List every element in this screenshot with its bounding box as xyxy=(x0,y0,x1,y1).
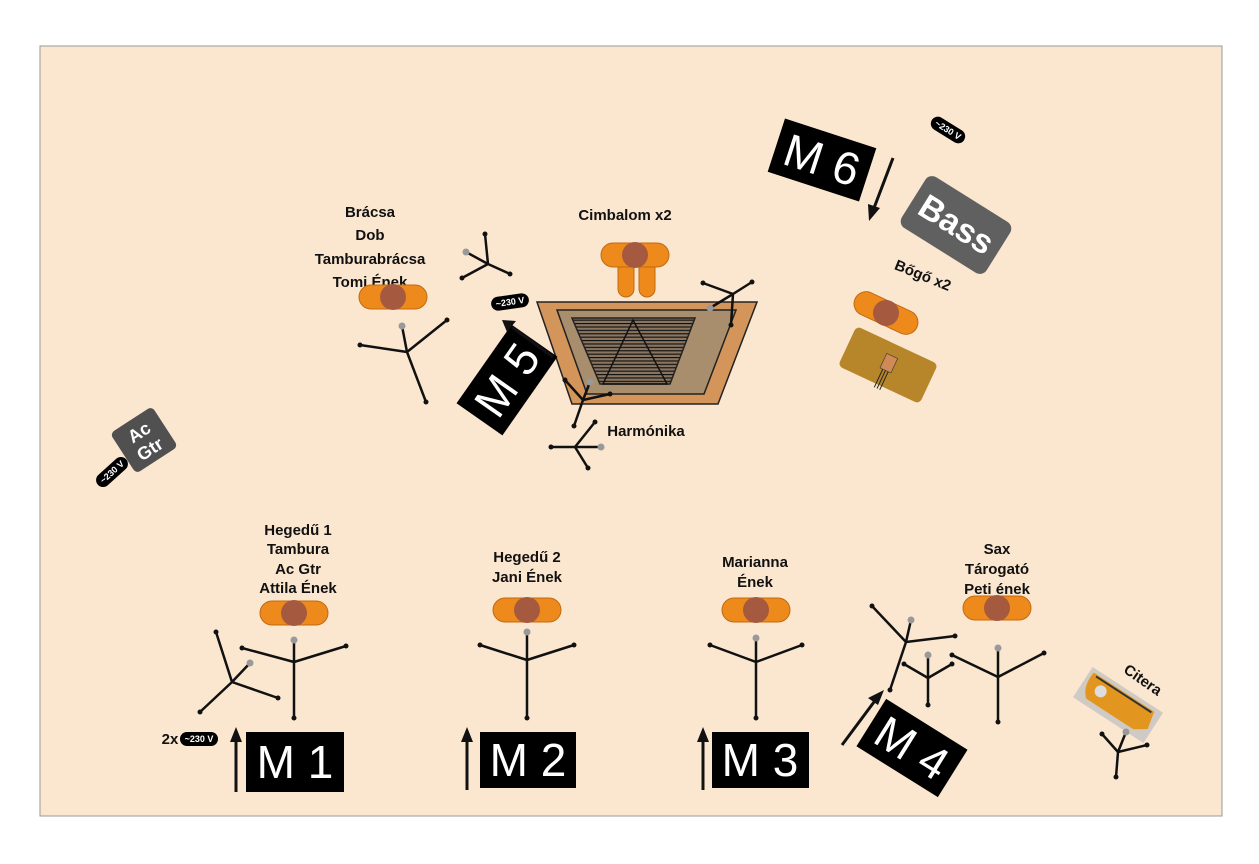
power-outlet-badge: ~230 V xyxy=(491,293,529,311)
mic-stand-icon xyxy=(197,629,281,715)
musician-icon xyxy=(492,597,562,623)
mic-stand-icon xyxy=(357,317,450,405)
microphone-icon xyxy=(246,659,254,667)
monitor-label: M 2 xyxy=(490,734,567,786)
label-line: Marianna xyxy=(722,554,789,571)
power-multiplier: 2x xyxy=(162,731,179,748)
mic-stand-icon xyxy=(239,636,349,721)
musician-icon xyxy=(721,597,791,623)
microphone-icon xyxy=(523,628,531,636)
label-line: Tamburabrácsa xyxy=(315,251,426,268)
microphone-icon xyxy=(924,651,932,659)
musicians xyxy=(259,284,1032,626)
label-line: Ac Gtr xyxy=(275,561,321,578)
citera-instrument xyxy=(1072,667,1164,743)
musician-icon xyxy=(962,595,1032,621)
monitor-label: M 3 xyxy=(722,734,799,786)
mic-stand-icon xyxy=(949,644,1047,725)
mic-stand-icon xyxy=(700,279,755,328)
power-label: ~230 V xyxy=(185,734,214,744)
power-outlet-badge: ~230 V xyxy=(180,732,218,746)
bracsa-label: Brácsa Dob Tamburabrácsa Tomi Ének xyxy=(315,204,426,291)
sax-label: Sax Tárogató Peti ének xyxy=(964,541,1031,598)
microphone-icon xyxy=(706,304,714,312)
cimbalom-player-icon xyxy=(600,242,670,298)
label-line: Attila Ének xyxy=(259,580,337,597)
microphone-icon xyxy=(907,616,915,624)
harmonika-label: Harmónika xyxy=(607,423,685,440)
mic-stand-icon xyxy=(477,628,577,721)
microphone-icon xyxy=(398,322,406,330)
monitor-m1: M 1 xyxy=(230,727,344,792)
microphone-icon xyxy=(994,644,1002,652)
hegedu1-label: Hegedű 1 Tambura Ac Gtr Attila Ének xyxy=(259,522,337,597)
acgtr-amp: Ac Gtr xyxy=(111,408,177,472)
label-line: Tambura xyxy=(267,541,330,558)
cimbalom-instrument xyxy=(535,301,759,405)
musician-icon xyxy=(259,600,329,626)
hegedu2-label: Hegedű 2 Jani Ének xyxy=(492,549,563,586)
monitor-m3: M 3 xyxy=(697,727,809,790)
label-line: Peti ének xyxy=(964,581,1031,598)
microphone-icon xyxy=(462,248,470,256)
monitor-m2: M 2 xyxy=(461,727,576,790)
label-line: Hegedű 2 xyxy=(493,549,561,566)
mic-stands xyxy=(197,231,1150,780)
cimbalom-label: Cimbalom x2 xyxy=(578,207,671,224)
mic-stand-icon xyxy=(562,377,613,429)
label-line: Brácsa xyxy=(345,204,396,221)
label-line: Tárogató xyxy=(965,561,1029,578)
stage-area xyxy=(39,45,1223,817)
mic-stand-icon xyxy=(1099,728,1150,780)
label-line: Jani Ének xyxy=(492,569,563,586)
double-bass-instrument xyxy=(839,327,937,403)
musician-icon xyxy=(853,291,919,335)
mic-stand-icon xyxy=(869,603,958,693)
marianna-label: Marianna Ének xyxy=(722,554,789,591)
microphone-icon xyxy=(1122,728,1130,736)
power-label: ~230 V xyxy=(495,295,525,309)
microphone-icon xyxy=(752,634,760,642)
label-line: Sax xyxy=(984,541,1011,558)
microphone-icon xyxy=(597,443,605,451)
label-line: Ének xyxy=(737,574,774,591)
microphone-icon xyxy=(586,378,594,386)
mic-stand-icon xyxy=(548,419,605,471)
monitor-label: M 1 xyxy=(257,736,334,788)
mic-stand-icon xyxy=(459,231,513,281)
mic-stand-icon xyxy=(901,651,955,708)
musician-icon xyxy=(358,284,428,310)
label-line: Dob xyxy=(355,227,384,244)
mic-stand-icon xyxy=(707,634,805,721)
microphone-icon xyxy=(290,636,298,644)
label-line: Hegedű 1 xyxy=(264,522,332,539)
